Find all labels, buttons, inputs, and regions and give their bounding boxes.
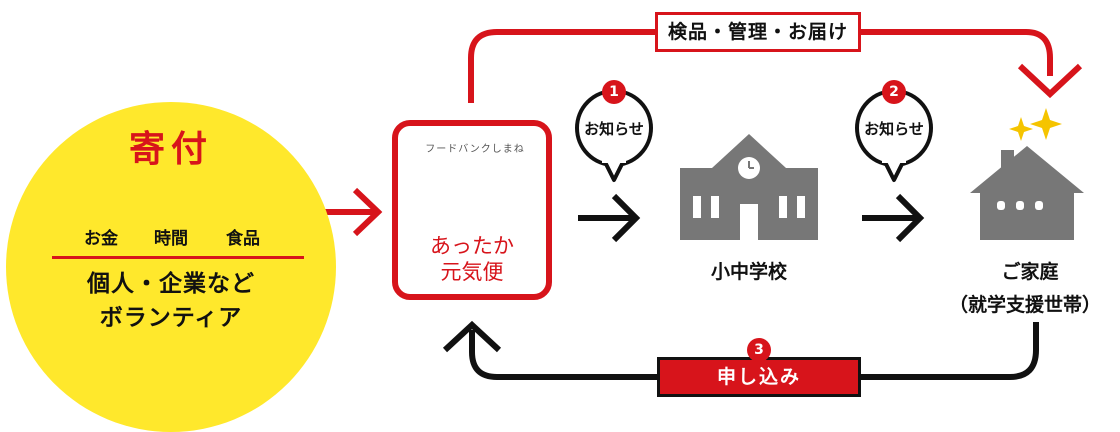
school-label: 小中学校 — [710, 261, 787, 283]
school-arrow-head — [611, 193, 641, 243]
donors-line-2: ボランティア — [99, 305, 243, 331]
time-label: 時間 — [154, 229, 188, 249]
donation-circle — [6, 102, 336, 432]
step-badge-3: 3 — [747, 338, 771, 362]
foodbank-name-line-2: 元気便 — [440, 260, 504, 284]
delivery-label: 検品・管理・お届け — [655, 12, 861, 52]
foodbank-arc-text: フードバンクしまね — [425, 144, 525, 155]
foodbank-name-line-1: あったか — [430, 234, 514, 258]
application-label: 申し込み — [657, 357, 861, 397]
household-arrow-head — [895, 193, 925, 243]
money-label: お金 — [84, 229, 118, 249]
donors-line-1: 個人・企業など — [87, 271, 255, 297]
application-arrow-head — [442, 320, 502, 353]
food-label: 食品 — [226, 229, 260, 249]
notice-text-2: お知らせ — [864, 120, 924, 138]
donation-title: 寄付 — [128, 129, 213, 170]
donation-divider — [52, 256, 304, 259]
household-sublabel: （就学支援世帯） — [948, 294, 1101, 316]
household-label: ご家庭 — [1001, 261, 1059, 283]
school-building-icon — [680, 134, 818, 240]
donation-arrow-head — [352, 187, 383, 237]
sparkle-icon — [1009, 108, 1062, 141]
foodbank-box — [392, 120, 552, 300]
step-badge-2: 2 — [882, 80, 906, 104]
notice-bubble-2 — [855, 89, 933, 182]
notice-text-1: お知らせ — [584, 120, 644, 138]
step-badge-1: 1 — [602, 80, 626, 104]
delivery-arrow-head — [1017, 63, 1083, 99]
house-icon — [970, 146, 1084, 240]
